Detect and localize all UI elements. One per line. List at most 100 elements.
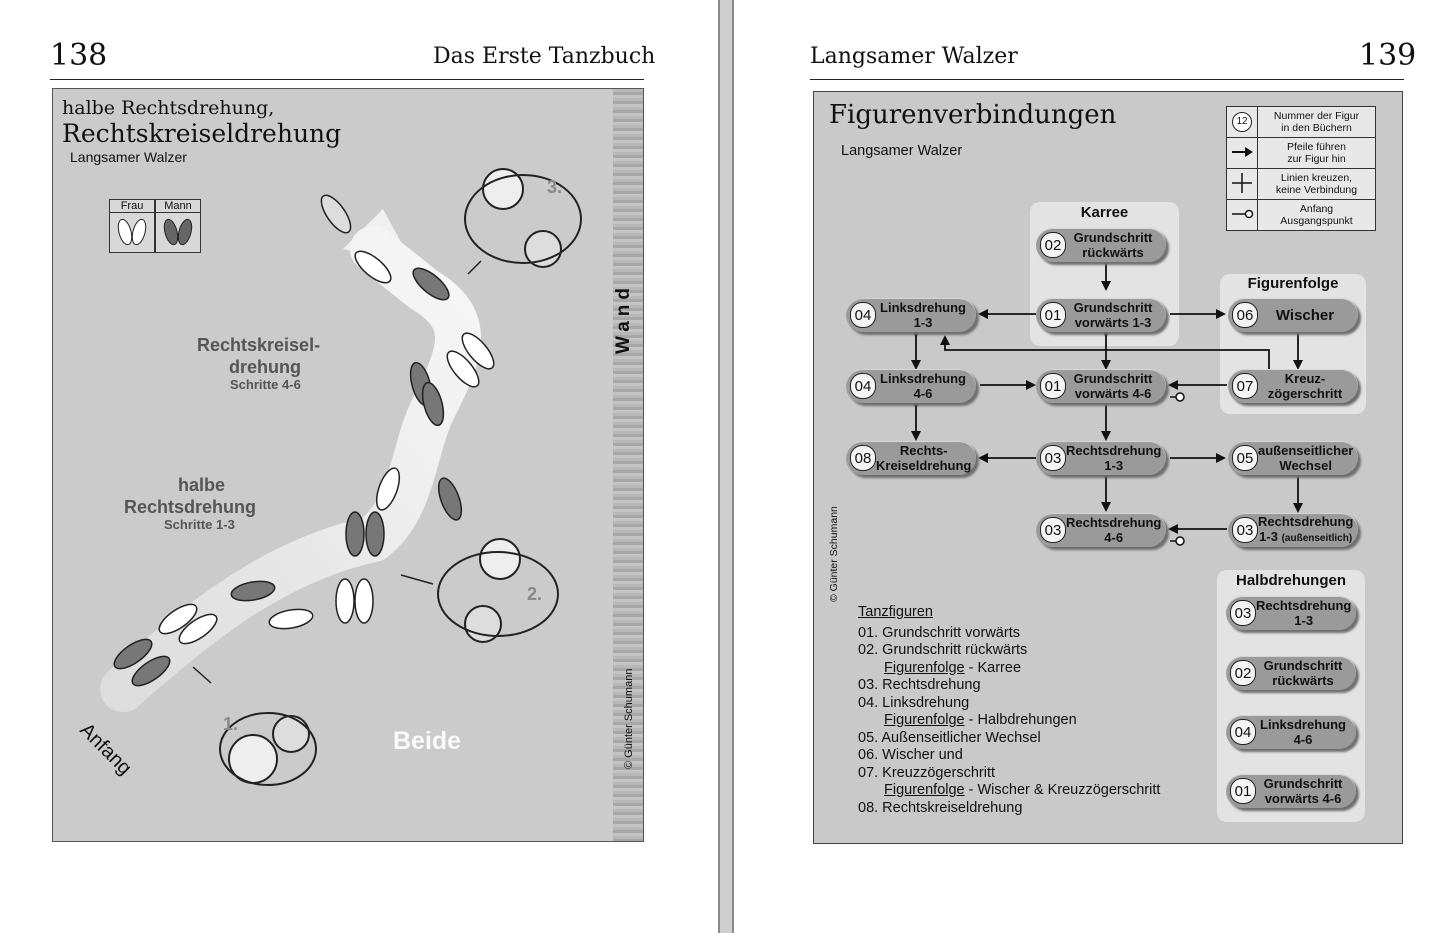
node-label: Grundschritt [1073,230,1153,245]
group-halbdrehungen-title: Halbdrehungen [1235,572,1346,589]
node-07-kreuzzoegerschritt: 07 Kreuz-zögerschritt [1228,369,1358,403]
legend-mann: Mann [155,199,201,253]
node-label: Linksdrehung [880,371,966,386]
node-label: vorwärts 1-3 [1074,315,1152,330]
cross-lines-icon [1232,172,1252,193]
panel-subtitle: Langsamer Walzer [841,143,963,159]
list-item: 08. Rechtskreiseldrehung [858,799,1023,816]
left-figure-panel: halbe Rechtsdrehung, Rechtskreiseldrehun… [52,88,644,842]
right-page-number: 139 [1359,38,1417,73]
node-label: 4-6 [913,386,933,401]
group-karree-title: Karree [1080,204,1129,221]
node-label: rückwärts [1272,673,1334,688]
list-link: Figurenfolge [884,659,965,676]
node-label: 4-6 [1293,732,1313,747]
path-arrowhead [343,209,413,264]
figure-number: 01 [1040,302,1066,328]
node-label: Grundschritt [1263,658,1343,673]
node-06-wischer: 06 Wischer [1228,298,1358,332]
connection-arrows [911,256,1303,546]
node-label: vorwärts 4-6 [1264,791,1342,806]
list-link: Figurenfolge [884,782,965,798]
label-halbe-2: Rechtsdrehung [124,497,257,517]
node-label: 4-6 [1104,530,1124,545]
node-label: 1-3 [1259,529,1278,544]
node-label: außenseitlicher [1258,443,1354,458]
wall-edge [613,89,643,841]
figure-subtitle: Langsamer Walzer [70,149,187,165]
start-point-icon [1232,209,1254,218]
left-copyright: © Günter Schumann [623,668,635,769]
figure-number: 01 [1040,373,1066,399]
path-band [100,226,481,712]
couple-3-figure [464,168,582,268]
arrow-right-icon [1232,146,1253,157]
female-shoes-icon [117,218,147,246]
node-label: zögerschritt [1267,386,1343,401]
couple-2-figure [437,538,559,643]
list-item: 04. Linksdrehung [858,694,970,711]
node-label: 1-3 [1104,458,1124,473]
legend-frau: Frau [109,199,155,253]
list-item: 03. Rechtsdrehung [858,677,981,693]
node-label: Linksdrehung [1260,717,1346,732]
legend-text: Nummer der Figur [1273,110,1360,122]
node-label: Grundschritt [1263,776,1343,791]
position-1-label: 1. [223,714,239,734]
group-figurenfolge-title: Figurenfolge [1247,275,1339,292]
position-3-label: 3. [547,177,563,197]
dance-path-illustration [100,168,582,786]
label-rechtskreisel-2: drehung [229,357,301,377]
node-label: Wischer [1275,306,1335,324]
figure-number: 06 [1232,302,1258,328]
node-label: Linksdrehung [880,300,966,315]
couple-1-figure [219,712,317,786]
label-wand: Wand [613,282,634,354]
node-label: Kreiseldrehung [876,458,972,473]
tanzfiguren-list: Tanzfiguren 01. Grundschritt vorwärts 02… [858,604,1160,817]
node-label: 1-3 [913,315,933,330]
list-item: 01. Grundschritt vorwärts [858,624,1020,641]
figure-number: 02 [1040,232,1066,258]
label-rechtskreisel-3: Schritte 4-6 [230,377,301,392]
figure-number: 04 [850,373,876,399]
figure-number: 07 [1232,373,1258,399]
start-points [1170,392,1185,546]
node-label: Grundschritt [1073,371,1153,386]
node-label: Rechtsdrehung [1256,598,1352,613]
list-item: 02. Grundschritt rückwärts [858,642,1028,658]
figure-connections-panel: Figurenverbindungen Langsamer Walzer 12 … [813,91,1403,844]
footprints [113,194,495,687]
list-item-text: - Halbdrehungen [964,712,1077,728]
label-halbe-3: Schritte 1-3 [164,517,235,532]
figure-number: 03 [1230,600,1256,626]
male-shoes-icon [163,218,193,246]
panel-heading: Figurenverbindungen [829,100,1117,130]
figure-number: 08 [850,445,876,471]
figure-number: 03 [1040,445,1066,471]
list-item-text: - Wischer & Kreuzzögerschritt [964,782,1161,798]
node-label: Grundschritt [1073,300,1153,315]
node-label: 1-3 [1294,613,1314,628]
list-item: Figurenfolge - Karree [858,660,1160,678]
figure-number: 03 [1232,517,1258,543]
node-label: Rechtsdrehung [1066,443,1162,458]
node-08-rechtskreiseldrehung: 08 Rechts-Kreiseldrehung [846,441,976,475]
figure-number: 03 [1040,517,1066,543]
figure-number: 05 [1232,445,1258,471]
node-label: vorwärts 4-6 [1074,386,1152,401]
right-page-title: Langsamer Walzer [810,44,1018,69]
left-page-number: 138 [50,38,108,73]
